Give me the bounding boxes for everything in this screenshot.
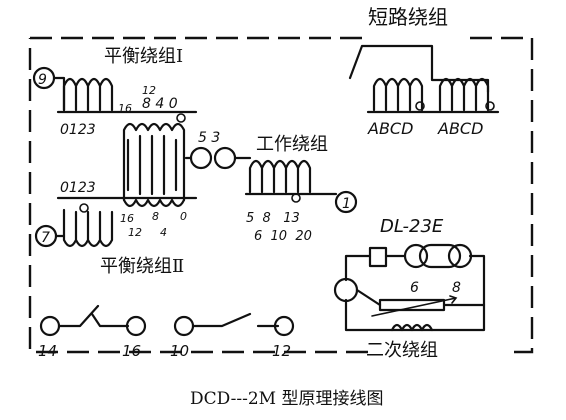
bottom-terminal-10-label: 10 [170,342,189,360]
short-abcd-1: ABCD [367,119,413,138]
relay-inner-link [355,288,486,307]
terminal-9-label: 9 [38,72,47,88]
balance-winding-2-label: 平衡绕组Ⅱ [100,256,184,277]
relay-ring-8 [447,243,473,269]
bottom-switch-10-12 [191,312,280,328]
relay-outer-loop [344,254,486,332]
relay-ring-6 [403,243,429,269]
mid-ring-left [189,146,213,170]
mid-ring-right [213,146,237,170]
bottom-terminal-12-circle [273,315,295,337]
relay-terminal-6: 6 [410,280,419,296]
terminal-7-label: 7 [41,230,50,246]
balance-winding-1-label: 平衡绕组Ⅰ [104,46,183,67]
short-winding-coil-2 [438,77,490,112]
b2-tap-16: 16 [120,212,134,225]
b2-tap-0: 0 [180,210,187,223]
balance-winding-2-coil [62,208,114,248]
work-winding-label: 工作绕组 [256,134,328,155]
mid-taps-53: 5 3 [198,130,220,146]
bottom-terminal-14-circle [39,315,61,337]
relay-contact-box [368,246,388,268]
bottom-terminal-16-label: 16 [122,342,141,360]
terminal-1-circle [334,190,358,214]
b2-tap-4: 4 [160,226,167,239]
relay-terminal-8: 8 [452,280,461,296]
relay-resistor [378,298,446,312]
diagram-caption: DCD---2M 型原理接线图 [190,389,383,409]
short-winding-frame [348,44,490,94]
b1-left-taps: 0123 [60,122,96,138]
short-winding-label: 短路绕组 [368,5,448,29]
short-winding-coil-1 [372,77,424,112]
core-coil-windings [126,134,178,196]
balance-winding-2-tap-dot [79,203,89,213]
bottom-terminal-12-label: 12 [272,342,291,360]
short-winding-tap-dot-2 [485,101,495,111]
relay-model-label: DL-23E [380,216,444,237]
work-winding-coil [248,159,312,194]
enclosure-dashed-border [28,36,534,354]
bottom-terminal-16-circle [125,315,147,337]
short-abcd-2: ABCD [437,119,483,138]
b2-left-taps: 0123 [60,180,96,196]
bottom-terminal-10-circle [173,315,195,337]
balance-winding-1-coil [62,77,114,112]
bottom-terminal-14-label: 14 [38,342,57,360]
secondary-winding-label: 二次绕组 [366,340,438,361]
work-winding-tap-dot [291,193,301,203]
relay-resistor-arrow [371,295,458,317]
relay-coil-body [418,243,462,269]
b1-lower-840: 8 4 0 [142,96,178,112]
work-taps-bottom: 6 10 20 [254,229,312,244]
terminal-1-label: 1 [342,196,351,212]
work-taps-top: 5 8 13 [246,211,300,226]
secondary-winding-coil [390,323,434,332]
b1-lower-16: 16 [118,102,132,115]
relay-meter-circle [333,277,359,303]
bottom-switch-14-16 [57,304,130,328]
core-coil-lower [122,198,186,208]
b2-tap-12: 12 [128,226,142,239]
balance-winding-1-tap-dot [176,113,186,123]
b2-tap-8: 8 [152,210,159,223]
terminal-9-lead [52,76,66,112]
b1-upper-tap: 12 [142,84,156,97]
core-coil-upper [122,122,186,202]
short-winding-tap-dot-1 [415,101,425,111]
